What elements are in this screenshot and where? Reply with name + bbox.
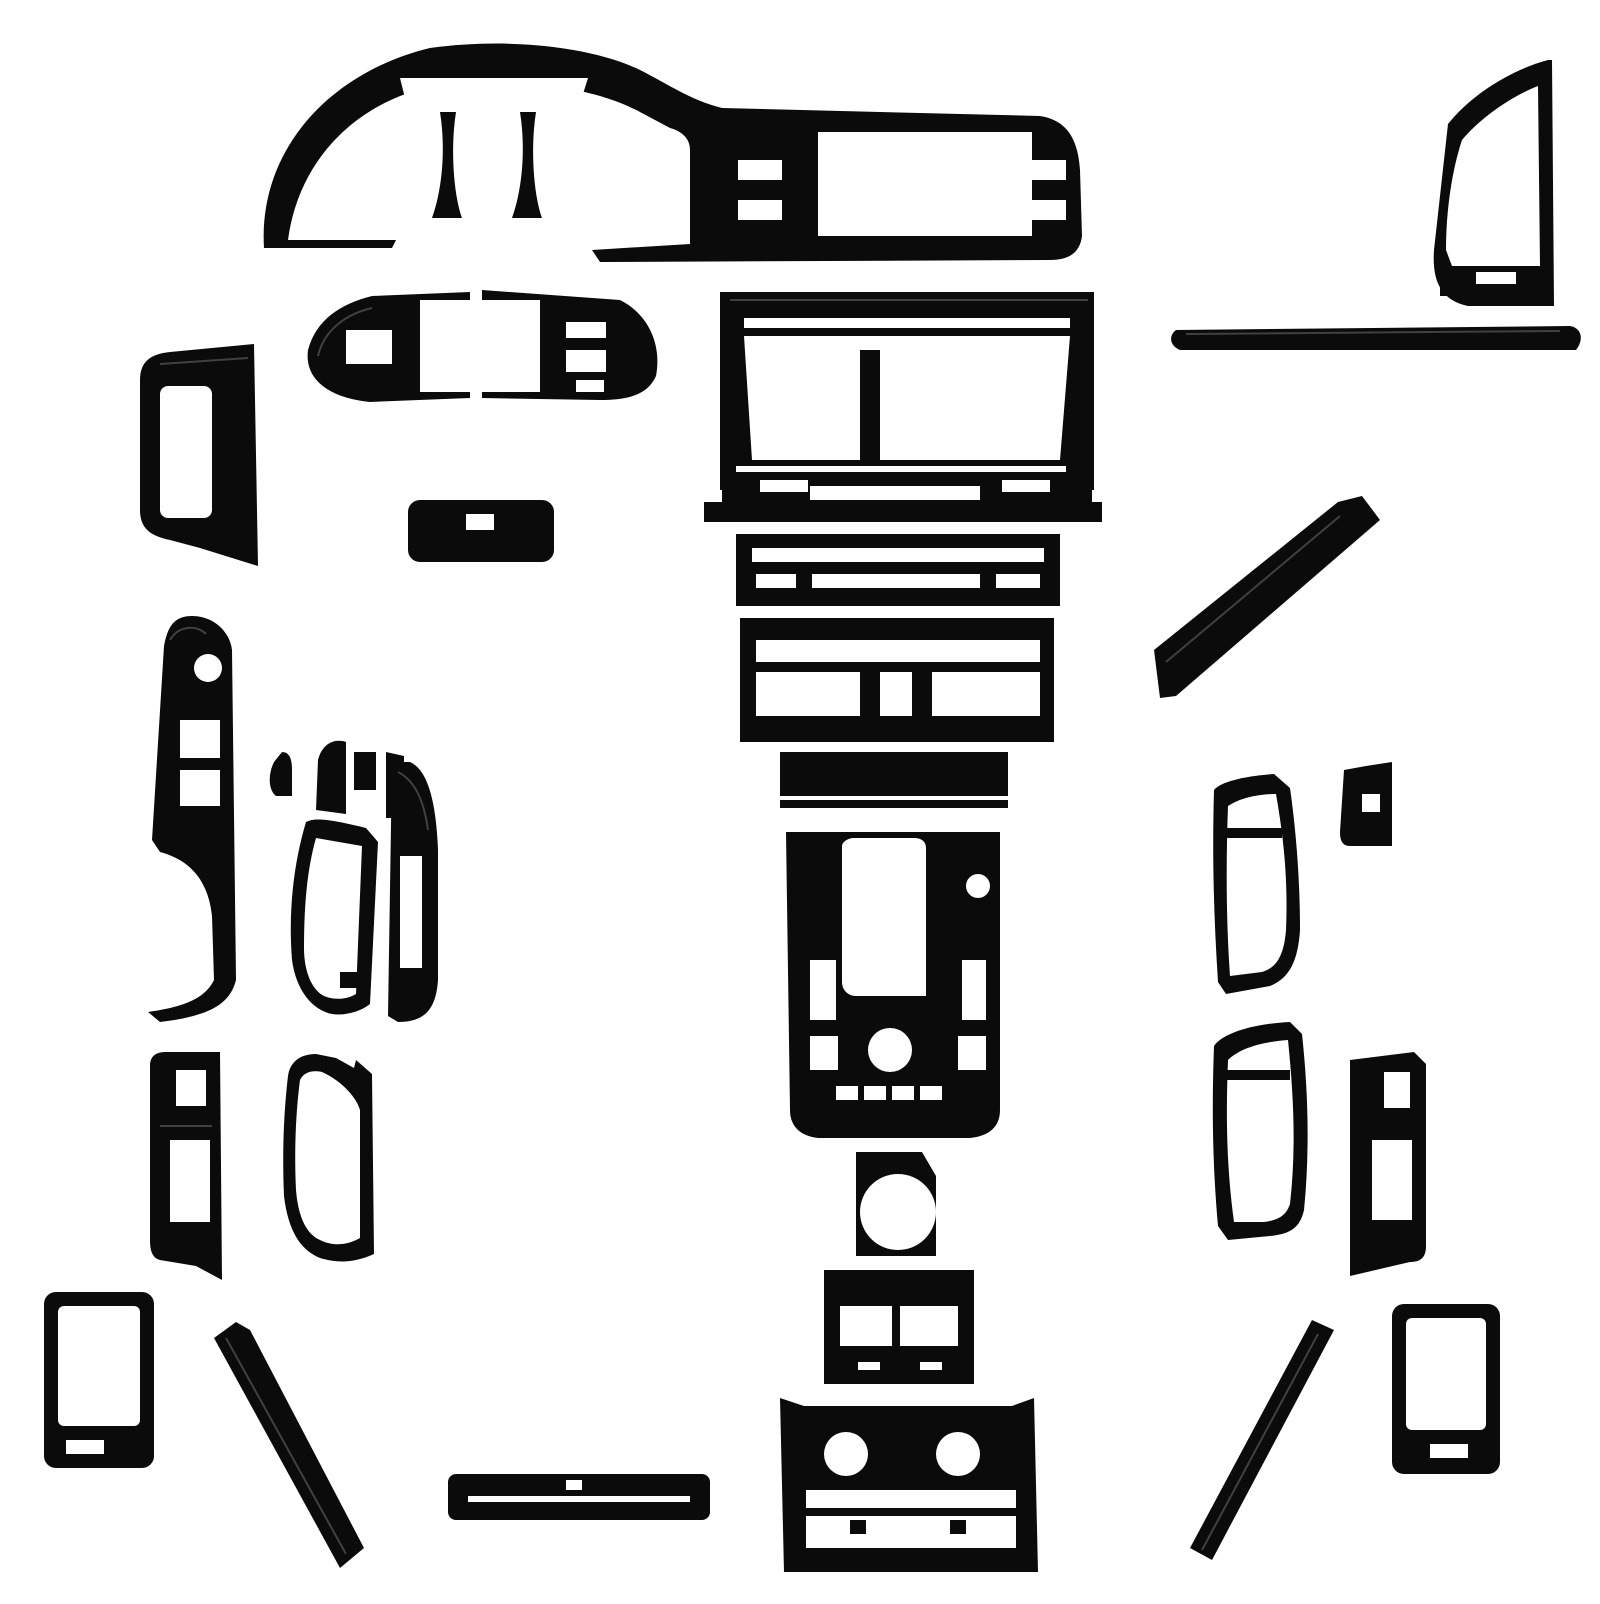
passenger-dash-diagonal-strip-trim bbox=[1154, 496, 1380, 698]
dashboard-cluster-trim bbox=[263, 43, 1082, 262]
right-rear-window-switch-panel-trim bbox=[1350, 1052, 1426, 1276]
left-diagonal-sill-strip-trim bbox=[214, 1322, 364, 1568]
left-rear-door-handle-frame-trim bbox=[283, 1054, 374, 1262]
dash-long-strip-trim bbox=[1171, 326, 1581, 350]
rear-center-console-trim bbox=[780, 1398, 1038, 1572]
small-right-switch-cover-trim bbox=[1340, 762, 1392, 846]
radio-bezel-trim bbox=[736, 534, 1060, 606]
right-rear-door-handle-frame-trim bbox=[1212, 1022, 1308, 1240]
driver-window-switch-panel-trim bbox=[148, 616, 236, 1022]
small-corner-trim bbox=[269, 752, 292, 796]
gear-shift-surround-trim bbox=[780, 752, 1008, 1138]
left-door-switch-frame-trim bbox=[290, 740, 438, 1022]
rear-ashtray-frame-trim bbox=[824, 1270, 974, 1384]
storage-tray-strip-trim bbox=[448, 1474, 710, 1520]
cup-holder-ring-trim bbox=[856, 1152, 936, 1256]
a-pillar-triangle-trim bbox=[1433, 60, 1554, 306]
right-door-handle-frame-trim bbox=[1213, 774, 1300, 994]
left-vent-surround-trim bbox=[140, 344, 258, 566]
right-door-pull-frame-trim bbox=[1392, 1304, 1500, 1474]
small-button-panel-trim bbox=[408, 500, 554, 562]
right-diagonal-sill-strip-trim bbox=[1190, 1320, 1334, 1560]
left-door-pull-frame-trim bbox=[44, 1292, 154, 1468]
left-rear-window-switch-panel-trim bbox=[150, 1052, 222, 1280]
center-console-upper-frame-trim bbox=[704, 292, 1102, 522]
climate-control-bezel-trim bbox=[740, 618, 1054, 742]
headlight-switch-panel-trim bbox=[307, 290, 658, 402]
